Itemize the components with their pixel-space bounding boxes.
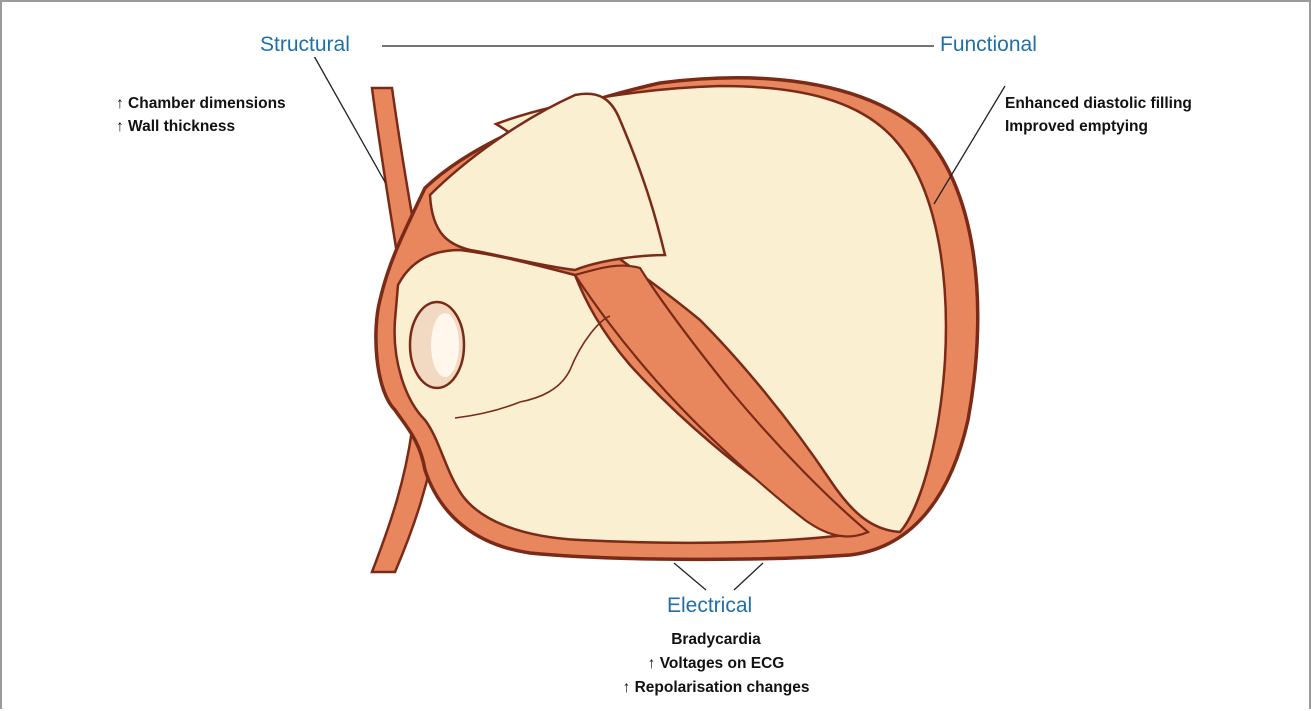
electrical-notes: Bradycardia ↑ Voltages on ECG ↑ Repolari… [610,628,822,700]
functional-note-2: Improved emptying [1005,115,1192,138]
electrical-heading: Electrical [661,594,758,618]
structural-heading: Structural [254,33,356,57]
vessel-opening [410,302,464,388]
electrical-note-1: Bradycardia [610,628,822,652]
electrical-note-2: ↑ Voltages on ECG [610,652,822,676]
electrical-note-3: ↑ Repolarisation changes [610,676,822,700]
structural-note-1: ↑ Chamber dimensions [116,92,286,115]
structural-callout-line [314,56,385,182]
electrical-callout-line-right [734,563,763,590]
structural-notes: ↑ Chamber dimensions ↑ Wall thickness [116,92,286,138]
functional-note-1: Enhanced diastolic filling [1005,92,1192,115]
functional-heading: Functional [934,33,1043,57]
functional-callout-line [934,86,1005,204]
functional-notes: Enhanced diastolic filling Improved empt… [1005,92,1192,138]
electrical-callout-line-left [674,563,706,590]
structural-note-2: ↑ Wall thickness [116,115,286,138]
